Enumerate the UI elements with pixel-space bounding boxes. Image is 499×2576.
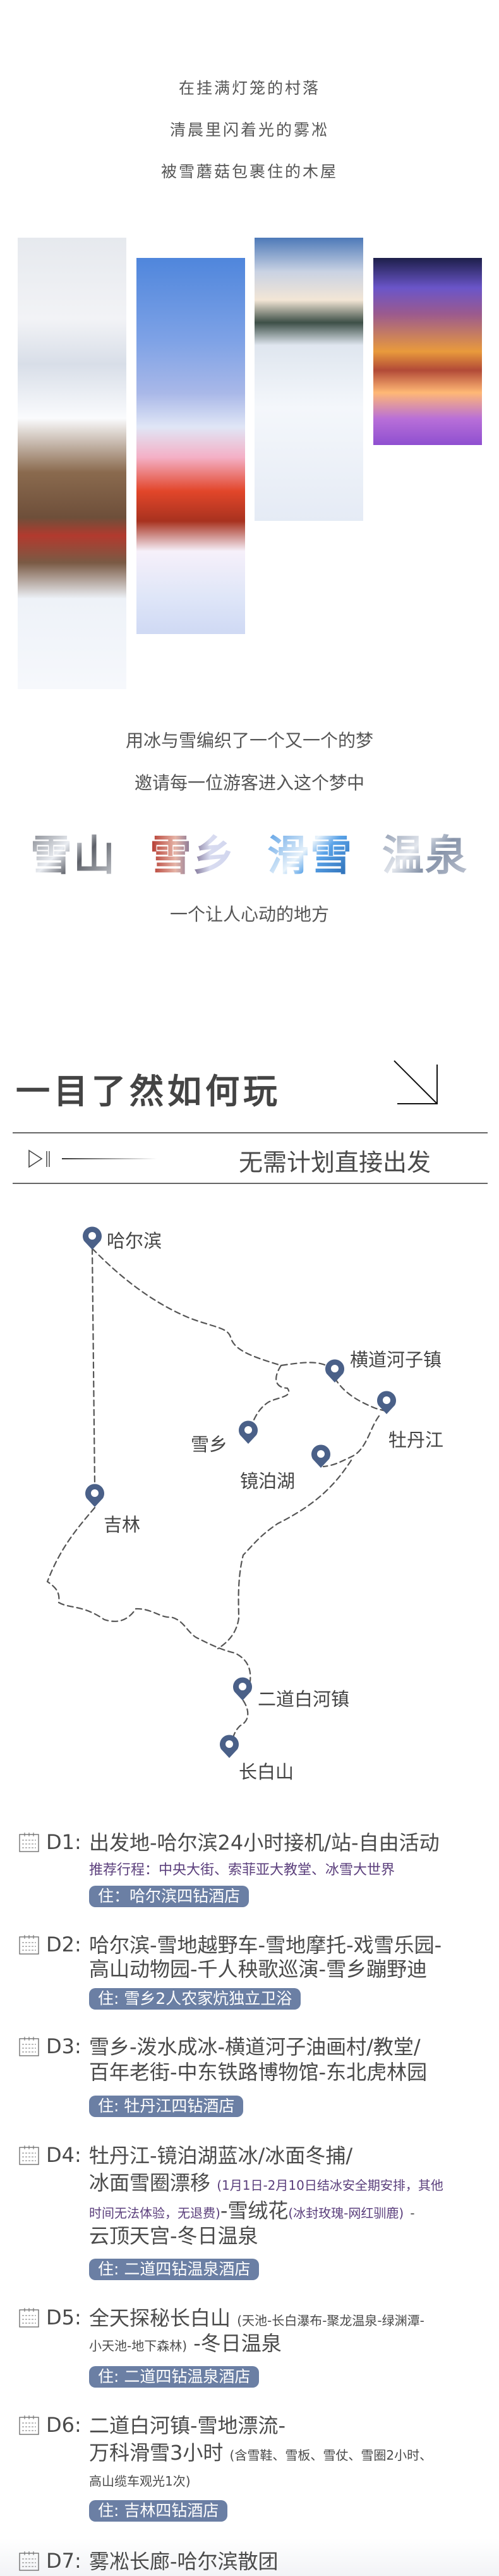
day-route-line: 时间无法体验，无退费)-雪绒花(冰封玫瑰-网红驯鹿) - bbox=[89, 2198, 415, 2226]
highlight-snow-village: 雪乡 bbox=[150, 822, 236, 882]
day-route-line: 万科滑雪3小时 (含雪鞋、雪板、雪仗、雪圈2小时、 bbox=[89, 2440, 432, 2468]
map-label-xuexiang: 雪乡 bbox=[191, 1434, 228, 1455]
map-label-jingpohu: 镜泊湖 bbox=[240, 1470, 296, 1492]
photo-snow-village-night bbox=[373, 258, 482, 445]
day-route: 雾凇长廊-哈尔滨散团 bbox=[89, 2549, 279, 2573]
map-label-harbin: 哈尔滨 bbox=[107, 1230, 162, 1252]
day-label: D6: bbox=[46, 2413, 81, 2437]
hotel-badge: 住: 雪乡2人农家炕独立卫浴 bbox=[89, 1988, 301, 2010]
day-label: D5: bbox=[46, 2305, 81, 2329]
intro-line: 被雪蘑菇包裹住的木屋 bbox=[160, 162, 338, 181]
map-pin-icon bbox=[325, 1359, 344, 1383]
route-jingpohu-erdao bbox=[217, 1459, 352, 1650]
map-pin-icon bbox=[83, 1226, 102, 1250]
day-route: 冰面雪圈漂移 bbox=[89, 2171, 211, 2195]
arrow-down-right-icon bbox=[394, 1060, 438, 1104]
day-route-line: 冰面雪圈漂移 (1月1日-2月10日结冰安全期安排，其他 bbox=[89, 2170, 443, 2198]
map-label-jilin: 吉林 bbox=[104, 1514, 141, 1535]
highlight-skiing: 滑雪 bbox=[267, 822, 353, 882]
dream-line: 用冰与雪编织了一个又一个的梦 bbox=[125, 730, 373, 751]
route-harbin-hengdaohezi bbox=[91, 1247, 335, 1372]
route-note: 高山缆车观光1次) bbox=[89, 2474, 191, 2489]
day-route: 雪乡-泼水成冰-横道河子油画村/教堂/ bbox=[89, 2035, 421, 2059]
day-route: 万科滑雪3小时 bbox=[89, 2441, 224, 2465]
route-note: (冰封玫瑰-网红驯鹿) bbox=[288, 2206, 404, 2221]
map-pin-icon bbox=[85, 1484, 104, 1507]
day-route-line: 全天探秘长白山 (天池-长白瀑布-聚龙温泉-绿渊潭- bbox=[89, 2305, 424, 2333]
highlight-snow-mountain: 雪山 bbox=[30, 822, 116, 882]
map-label-hengdaohezi: 横道河子镇 bbox=[350, 1349, 442, 1370]
hotel-badge: 住: 二道四钻温泉酒店 bbox=[89, 2259, 260, 2280]
route-hengdaohezi-mudanjiang bbox=[334, 1377, 387, 1412]
route-erdao-changbai bbox=[231, 1699, 249, 1741]
map-label-mudanjiang: 牡丹江 bbox=[388, 1429, 444, 1451]
route-note: (1月1日-2月10日结冰安全期安排，其他 bbox=[217, 2178, 443, 2193]
day-label: D3: bbox=[46, 2034, 81, 2058]
bottom-fade bbox=[0, 2538, 499, 2576]
section-title: 一目了然如何玩 bbox=[16, 1071, 281, 1111]
day-route: -冬日温泉 bbox=[193, 2331, 282, 2355]
day-route-line: 小天池-地下森林) -冬日温泉 bbox=[89, 2331, 282, 2359]
day-route: -雪绒花 bbox=[220, 2199, 289, 2223]
day-route: 全天探秘长白山 bbox=[89, 2306, 231, 2330]
map-label-changbaishan: 长白山 bbox=[239, 1761, 294, 1783]
dream-line: 邀请每一位游客进入这个梦中 bbox=[134, 772, 364, 793]
day-route: 出发地-哈尔滨24小时接机/站-自由活动 bbox=[89, 1831, 440, 1855]
map-pin-icon bbox=[233, 1677, 252, 1700]
day-route: 二道白河镇-雪地漂流- bbox=[89, 2414, 286, 2438]
calendar-icon bbox=[19, 2551, 39, 2571]
hotel-badge: 住：哈尔滨四钻酒店 bbox=[89, 1886, 250, 1907]
map-pin-icon bbox=[311, 1444, 330, 1468]
day-route: 牡丹江-镜泊湖蓝冰/冰面冬捕/ bbox=[89, 2144, 353, 2168]
route-dash: - bbox=[410, 2206, 415, 2221]
recommended-route: 推荐行程：中央大街、索菲亚大教堂、冰雪大世界 bbox=[89, 1862, 395, 1878]
route-harbin-jilin bbox=[91, 1247, 96, 1487]
calendar-icon bbox=[19, 2415, 39, 2435]
day-route: 高山动物园-千人秧歌巡演-雪乡蹦野迪 bbox=[89, 1957, 428, 1981]
route-note: (天池-长白瀑布-聚龙温泉-绿渊潭- bbox=[237, 2313, 424, 2328]
route-jilin-erdao bbox=[46, 1506, 251, 1683]
map-pin-icon bbox=[220, 1735, 239, 1758]
hotel-badge: 住: 吉林四钻酒店 bbox=[89, 2500, 228, 2522]
map-pin-icon bbox=[377, 1391, 396, 1414]
route-to-xuexiang bbox=[251, 1364, 290, 1424]
intro-line: 在挂满灯笼的村落 bbox=[178, 79, 320, 97]
calendar-icon bbox=[19, 2146, 39, 2165]
photo-snow-village-dusk bbox=[136, 258, 245, 634]
day-label: D1: bbox=[46, 1830, 81, 1854]
divider bbox=[13, 1183, 488, 1184]
calendar-icon bbox=[19, 2308, 39, 2328]
play-pause-icon bbox=[28, 1149, 157, 1168]
calendar-icon bbox=[19, 2037, 39, 2056]
photo-snow-field-sunrise bbox=[255, 238, 363, 521]
highlight-hot-spring: 温泉 bbox=[382, 822, 468, 882]
calendar-icon bbox=[19, 1935, 39, 1955]
route-note: (含雪鞋、雪板、雪仗、雪圈2小时、 bbox=[229, 2448, 433, 2463]
day-route: 云顶天宫-冬日温泉 bbox=[89, 2224, 258, 2248]
calendar-icon bbox=[19, 1833, 39, 1852]
day-label: D4: bbox=[46, 2143, 81, 2167]
map-label-erdaobaihe: 二道白河镇 bbox=[258, 1688, 350, 1710]
section-subtitle: 无需计划直接出发 bbox=[239, 1149, 431, 1176]
day-label: D7: bbox=[46, 2549, 81, 2573]
route-mudanjiang-jingpohu bbox=[322, 1415, 380, 1468]
day-label: D2: bbox=[46, 1932, 81, 1956]
photo-snow-cabin-lanterns bbox=[18, 238, 126, 689]
tagline: 一个让人心动的地方 bbox=[169, 904, 329, 925]
divider bbox=[13, 1132, 488, 1133]
map-pin-icon bbox=[239, 1420, 258, 1444]
day-route: 百年老街-中东铁路博物馆-东北虎林园 bbox=[89, 2060, 428, 2084]
intro-line: 清晨里闪着光的雾凇 bbox=[169, 121, 329, 139]
route-note: 小天池-地下森林) bbox=[89, 2338, 188, 2353]
hotel-badge: 住: 牡丹江四钻酒店 bbox=[89, 2096, 244, 2117]
route-note: 时间无法体验，无退费) bbox=[89, 2206, 220, 2221]
day-route: 哈尔滨-雪地越野车-雪地摩托-戏雪乐园- bbox=[89, 1933, 442, 1957]
hotel-badge: 住: 二道四钻温泉酒店 bbox=[89, 2366, 260, 2388]
